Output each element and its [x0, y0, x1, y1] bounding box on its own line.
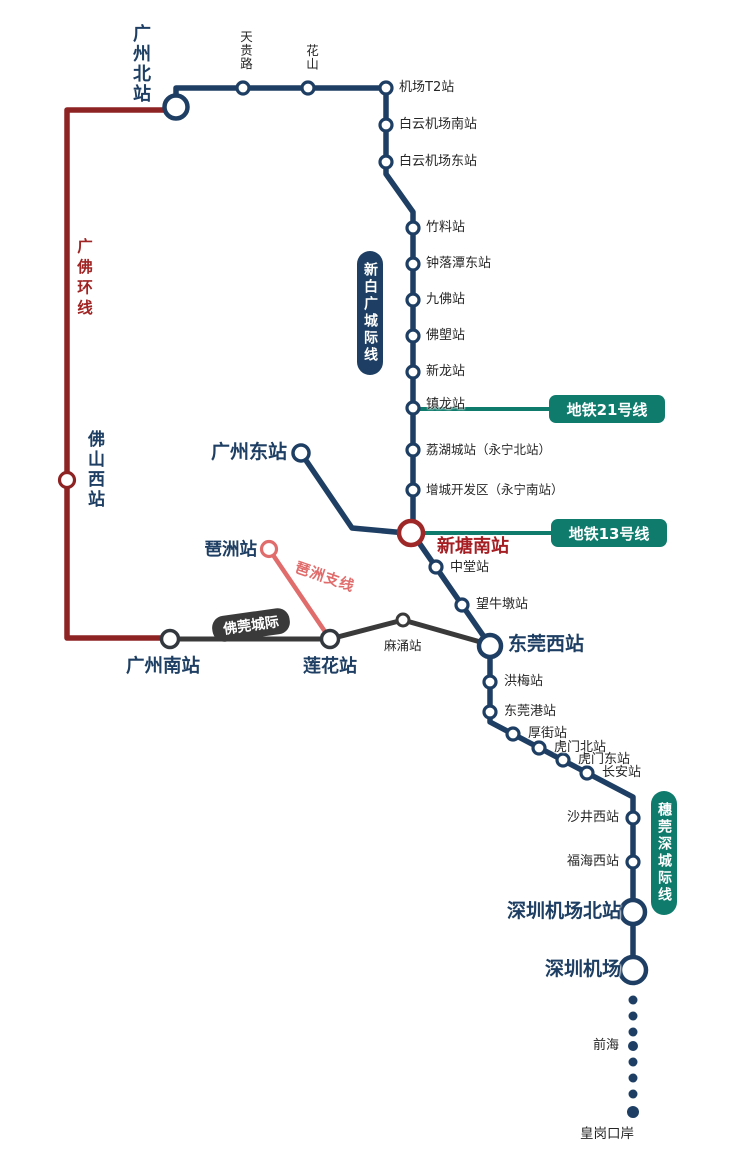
station-label-guangzhou-south: 广州南站 [126, 656, 201, 677]
extension-dot [628, 1089, 638, 1099]
station-marker-xintang-south [396, 518, 426, 548]
dotted-extension [627, 995, 639, 1118]
station-label-zhongtang: 中堂站 [450, 560, 490, 575]
station-label-humen-north: 虎门北站 [554, 740, 607, 755]
station-label-pazhou: 琶洲站 [204, 540, 258, 560]
station-marker-baiyun-airport-south [378, 117, 394, 133]
station-marker-zhenlong [405, 400, 421, 416]
station-marker-zhongtang [428, 559, 444, 575]
station-marker-guangzhou-east [291, 443, 311, 463]
station-label-foshan-west: 佛山西站 [84, 430, 104, 510]
station-marker-shenzhen-airport [617, 954, 649, 986]
station-label-zhongluotan-east: 钟落潭东站 [426, 256, 492, 271]
extension-dot [628, 1057, 638, 1067]
station-label-zhuliao: 竹料站 [426, 220, 466, 235]
station-marker-lihucheng [405, 442, 421, 458]
station-label-zhenlong: 镇龙站 [426, 397, 466, 412]
station-label-changan: 长安站 [602, 765, 642, 780]
station-marker-dongguan-west [476, 632, 504, 660]
station-marker-pazhou [259, 539, 279, 559]
station-label-fuhai-west: 福海西站 [566, 854, 619, 869]
extension-dot [628, 1027, 638, 1037]
station-marker-airport-t2 [378, 80, 394, 96]
station-label-machong: 麻涌站 [384, 638, 422, 653]
station-marker-houjie [505, 726, 521, 742]
station-marker-foshan-west [57, 470, 77, 490]
station-label-lianhua: 莲花站 [303, 656, 357, 677]
guangfo-loop-line [64, 107, 175, 641]
metro-line-21-badge: 地铁21号线 [549, 395, 665, 423]
station-label-tiangui-road: 天贵路 [238, 30, 253, 71]
station-marker-humen-east [555, 752, 571, 768]
station-label-dongguan-west: 东莞西站 [508, 633, 585, 655]
guangzhou-east-branch-line [298, 450, 409, 536]
station-marker-xinlong [405, 364, 421, 380]
station-marker-baiyun-airport-east [378, 154, 394, 170]
station-marker-shajing-west [625, 810, 641, 826]
station-label-folang: 佛塱站 [426, 328, 466, 343]
station-label-wangniudun: 望牛墩站 [476, 597, 529, 612]
station-marker-tiangui-road [235, 80, 251, 96]
station-label-xintang-south: 新塘南站 [437, 536, 509, 557]
station-label-shenzhen-airport: 深圳机场 [544, 958, 621, 980]
metro-line-13-badge: 地铁13号线 [551, 519, 667, 547]
rail-lines [64, 85, 636, 973]
station-label-zengcheng-dev-zone: 增城开发区（永宁南站） [426, 482, 564, 497]
extension-dot [628, 995, 638, 1005]
station-marker-changan [579, 765, 595, 781]
station-marker-guangzhou-north [162, 93, 190, 121]
line-label-suiguanshen: 穗莞深城际线 [651, 791, 677, 915]
xintang-dongguan-segment [410, 531, 492, 647]
station-marker-hongmei [482, 674, 498, 690]
station-label-baiyun-airport-south: 白云机场南站 [399, 117, 478, 132]
station-label-huanggang-port: 皇岗口岸 [580, 1126, 634, 1142]
station-label-airport-t2: 机场T2站 [399, 80, 455, 95]
station-label-xinlong: 新龙站 [426, 364, 466, 379]
station-markers [57, 80, 649, 986]
station-label-hongmei: 洪梅站 [504, 674, 544, 689]
station-label-qianhai: 前海 [592, 1038, 619, 1053]
station-label-humen-east: 虎门东站 [578, 752, 631, 767]
station-label-guangzhou-east: 广州东站 [210, 441, 287, 463]
small-navy-stations [235, 80, 641, 870]
station-marker-folang [405, 328, 421, 344]
metro-connectors [416, 407, 560, 535]
station-label-guangzhou-north: 广州北站 [130, 24, 151, 104]
extension-dot [628, 1011, 638, 1021]
station-dot-huanggang-port [627, 1106, 639, 1118]
station-marker-zengcheng-dev-zone [405, 482, 421, 498]
station-marker-guangzhou-south [159, 628, 181, 650]
station-label-huashan: 花山 [304, 44, 319, 71]
station-label-lihucheng: 荔湖城站（永宁北站） [426, 442, 552, 457]
station-marker-shenzhen-airport-north [618, 897, 648, 927]
line-label-xinbaiguang: 新白广城际线 [357, 251, 383, 375]
station-label-shenzhen-airport-north: 深圳机场北站 [506, 900, 621, 922]
station-marker-huashan [300, 80, 316, 96]
station-label-jiufo: 九佛站 [426, 292, 466, 307]
station-dot-qianhai [628, 1041, 638, 1051]
station-marker-lianhua [319, 628, 341, 650]
station-label-dongguan-port: 东莞港站 [504, 704, 557, 719]
foguan-line [169, 617, 487, 646]
station-marker-wangniudun [454, 597, 470, 613]
line-label-guangfo-loop: 广佛环线 [75, 238, 93, 320]
station-label-baiyun-airport-east: 白云机场东站 [399, 154, 478, 169]
station-marker-machong [395, 612, 411, 628]
extension-dot [628, 1073, 638, 1083]
station-marker-humen-north [531, 740, 547, 756]
station-marker-zhongluotan-east [405, 256, 421, 272]
station-marker-dongguan-port [482, 704, 498, 720]
pazhou-branch-line [268, 549, 331, 639]
station-label-shajing-west: 沙井西站 [566, 810, 619, 825]
station-marker-jiufo [405, 292, 421, 308]
station-label-houjie: 厚街站 [528, 726, 568, 741]
station-marker-fuhai-west [625, 854, 641, 870]
station-marker-zhuliao [405, 220, 421, 236]
